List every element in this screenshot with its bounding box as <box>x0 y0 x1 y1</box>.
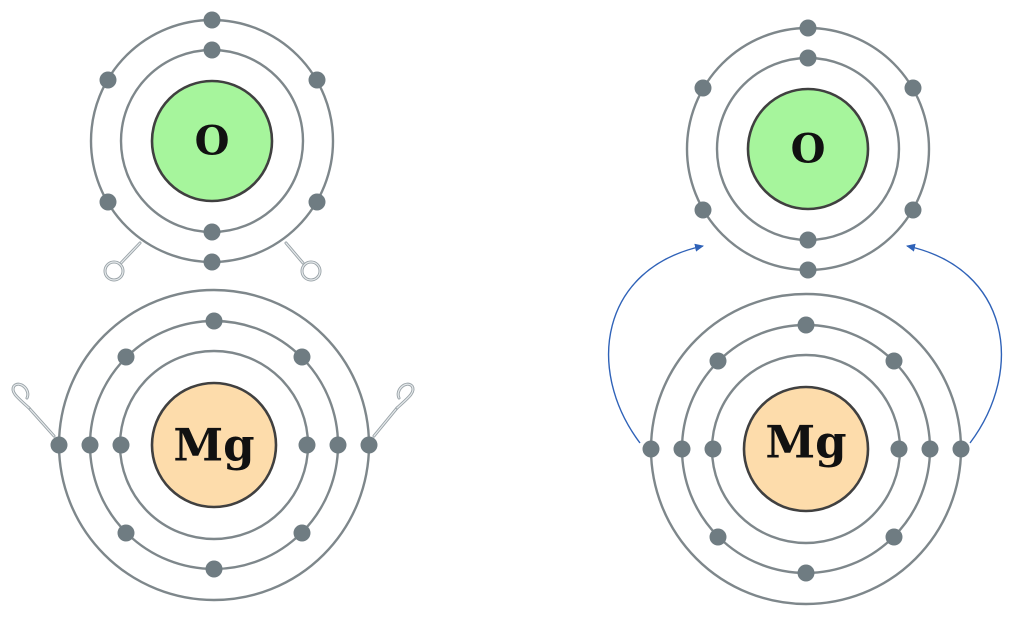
left-magnesium-hook-right <box>372 382 415 438</box>
left-oxygen-hook-right <box>284 241 322 282</box>
electron <box>293 524 311 542</box>
electron <box>952 440 970 458</box>
left-oxygen-atom: O <box>89 11 335 271</box>
electron <box>360 436 378 454</box>
left-magnesium-hook-left <box>11 382 56 438</box>
electron <box>921 440 939 458</box>
electron <box>797 564 815 582</box>
electron <box>704 440 722 458</box>
electron <box>799 19 817 37</box>
right-oxygen-nucleus <box>746 87 870 211</box>
electron <box>81 436 99 454</box>
electron <box>709 528 727 546</box>
right-oxygen-electrons <box>694 19 922 279</box>
left-magnesium-electrons <box>50 312 378 578</box>
left-oxygen-hook-left <box>103 241 142 282</box>
electron <box>885 352 903 370</box>
electron <box>329 436 347 454</box>
left-magnesium-nucleus <box>150 381 278 509</box>
electron <box>203 41 221 59</box>
electron <box>799 261 817 279</box>
electron <box>203 253 221 271</box>
left-oxygen-symbol: O <box>195 118 230 165</box>
electron <box>50 436 68 454</box>
left-magnesium-symbol: Mg <box>173 419 254 472</box>
left-oxygen-nucleus <box>150 79 274 203</box>
right-oxygen-symbol: O <box>791 126 826 173</box>
right-oxygen-atom: O <box>685 19 931 279</box>
electron <box>308 193 326 211</box>
left-panel: O <box>11 11 415 602</box>
right-magnesium-symbol: Mg <box>765 416 846 469</box>
electron <box>203 223 221 241</box>
electron <box>99 71 117 89</box>
electron <box>709 352 727 370</box>
right-magnesium-atom: Mg <box>642 292 970 606</box>
electron <box>112 436 130 454</box>
right-magnesium-electrons <box>642 316 970 582</box>
right-panel: O Mg <box>607 19 1003 606</box>
electron <box>797 316 815 334</box>
electron <box>99 193 117 211</box>
electron <box>904 79 922 97</box>
electron <box>694 201 712 219</box>
electron <box>890 440 908 458</box>
left-oxygen-electrons <box>99 11 326 271</box>
electron <box>205 312 223 330</box>
electron <box>642 440 660 458</box>
electron <box>799 231 817 249</box>
electron <box>694 79 712 97</box>
electron <box>673 440 691 458</box>
electron <box>308 71 326 89</box>
electron <box>117 524 135 542</box>
electron <box>203 11 221 29</box>
transfer-arrow-right <box>906 243 1003 444</box>
electron <box>205 560 223 578</box>
electron <box>298 436 316 454</box>
electron <box>885 528 903 546</box>
transfer-arrow-left <box>607 243 704 444</box>
electron <box>293 348 311 366</box>
right-magnesium-nucleus <box>742 385 870 513</box>
electron <box>799 49 817 67</box>
electron <box>904 201 922 219</box>
electron <box>117 348 135 366</box>
left-magnesium-atom: Mg <box>50 288 378 602</box>
